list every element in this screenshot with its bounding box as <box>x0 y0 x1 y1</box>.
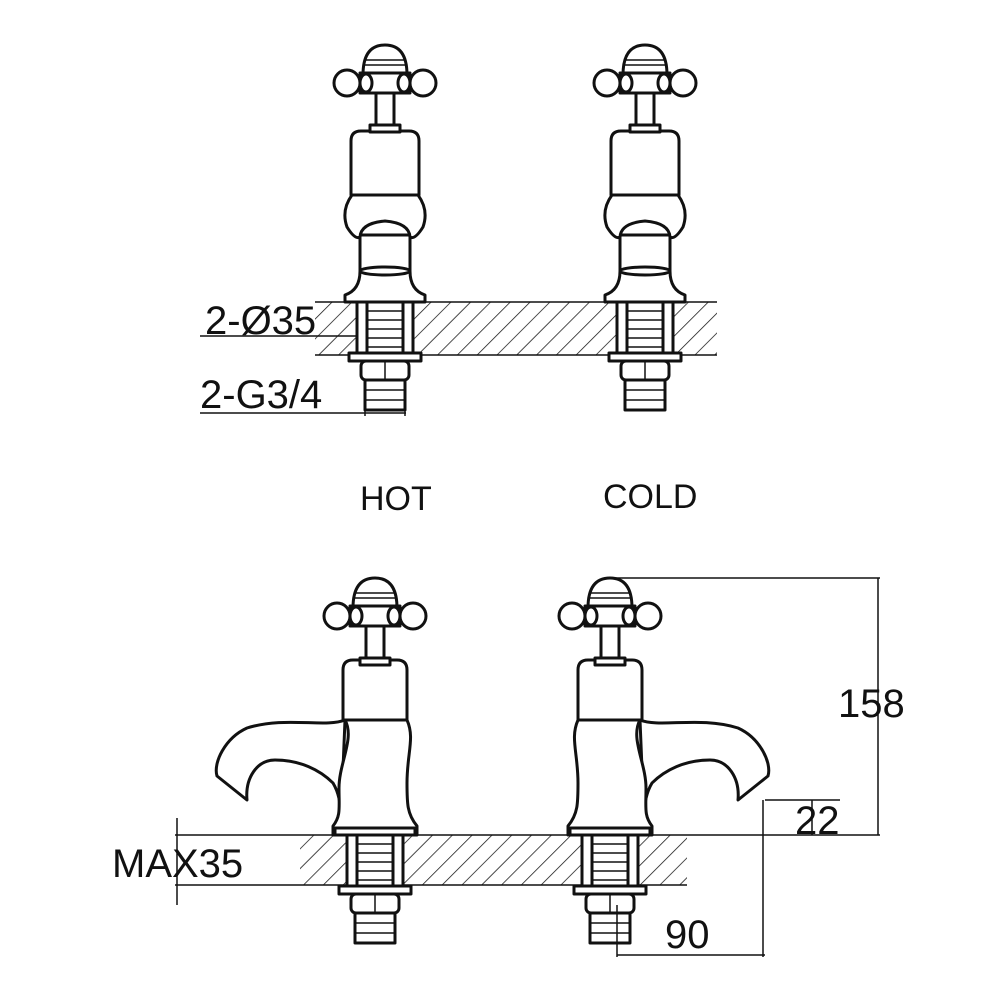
height-dimension-lines <box>612 577 880 835</box>
cold-tap-front <box>594 45 696 412</box>
cold-label: COLD <box>603 478 697 516</box>
max-thickness-label: MAX35 <box>112 842 243 886</box>
hot-label: HOT <box>360 480 432 518</box>
hole-diameter-label: 2-Ø35 <box>205 299 316 343</box>
thread-dimension-lines <box>200 380 406 416</box>
spout-height-label: 22 <box>795 799 840 843</box>
spout-height-dimension-lines <box>765 799 840 835</box>
hot-tap-front <box>334 45 436 412</box>
hot-tap-side <box>216 578 426 945</box>
cold-tap-side <box>559 578 769 945</box>
thread-size-label: 2-G3/4 <box>200 373 322 417</box>
spout-reach-label: 90 <box>665 913 710 957</box>
spout-reach-dimension-lines <box>616 800 765 957</box>
height-label: 158 <box>838 682 905 726</box>
bottom-countertop-section <box>175 818 880 905</box>
